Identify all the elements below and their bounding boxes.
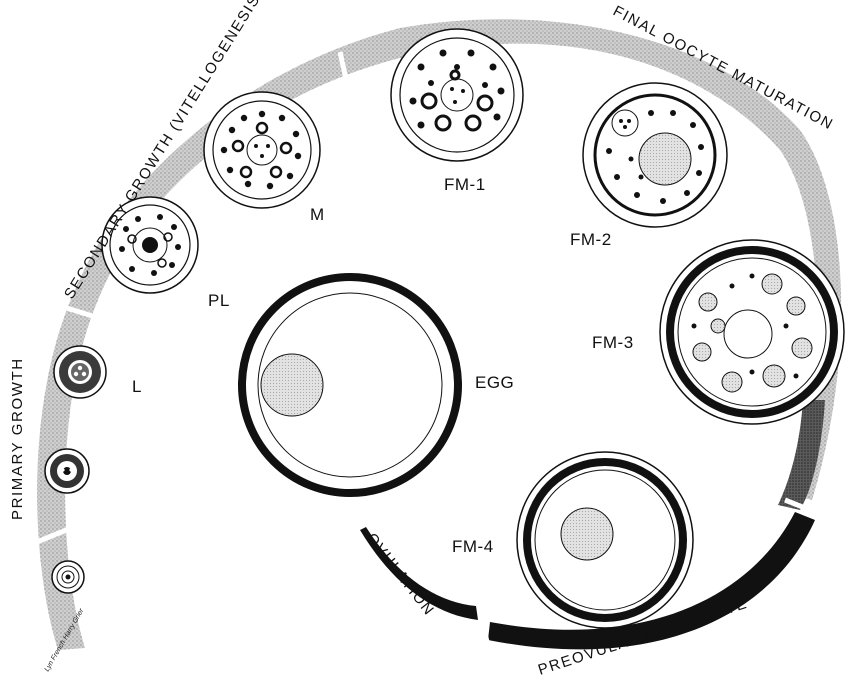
oocyte-fm1	[391, 29, 523, 161]
oocyte-fm2	[583, 83, 727, 227]
label-fm2: FM-2	[570, 230, 612, 249]
label-l: L	[132, 377, 142, 396]
oocyte-fm3	[660, 240, 844, 424]
oocyte-l	[54, 346, 106, 398]
oocyte-primary-1	[52, 561, 84, 593]
label-pl: PL	[208, 291, 230, 310]
label-fm3: FM-3	[592, 333, 634, 352]
label-m: M	[310, 205, 325, 224]
label-fm4: FM-4	[452, 537, 494, 556]
oocyte-fm4	[517, 452, 693, 628]
egg	[242, 277, 458, 493]
label-egg: EGG	[475, 373, 514, 392]
label-fm1: FM-1	[444, 175, 486, 194]
oocyte-primary-2	[45, 449, 89, 493]
label-primary-growth: PRIMARY GROWTH	[9, 357, 26, 520]
oocyte-m	[204, 92, 320, 208]
label-ovulation: OVULATION	[363, 530, 438, 619]
